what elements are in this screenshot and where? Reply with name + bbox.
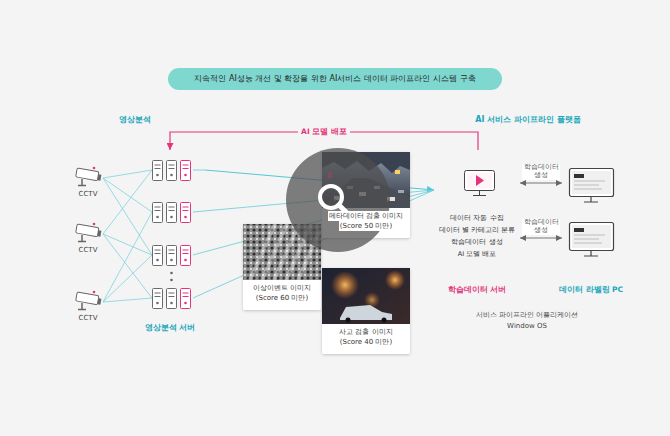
cctv-camera [76,167,102,310]
server-monitor [476,175,484,186]
cctv-wire [103,178,152,212]
accident-image [322,268,410,354]
server-monitor [465,171,495,191]
data-wire [193,170,205,171]
accident-image [331,271,359,299]
box-heading: 학습데이터 서버 [448,285,507,295]
metadata-image [395,170,400,174]
box-heading: 데이터 라벨링 PC [559,285,623,295]
app-box: 서비스 파이프라인 어플리케이션Window OS [434,302,620,340]
pc-box-shape [562,150,620,278]
cctv-wire [103,170,152,302]
cctv-wire [103,212,152,302]
server-monitor [473,191,486,196]
card-score: (Score 60 미만) [255,293,309,303]
labeling-monitor [570,169,614,203]
card-score: (Score 50 미만) [339,221,393,231]
magnifier-overlay [286,148,390,252]
cctv-wire [103,170,152,178]
flow-arrow [520,183,562,184]
panel-heading: 영상분석 [119,115,151,125]
cctv-camera [76,167,102,186]
box-label: 영상분석 서버 [145,323,196,333]
magnifier-overlay [286,148,390,252]
edge-label: 학습데이터 생성 [522,219,560,235]
card-title: 이상이벤트 이미지 [252,283,312,293]
card-title: 사고 검출 이미지 [338,327,393,337]
accident-image [385,270,405,290]
image-card: 사고 검출 이미지(Score 40 미만) [322,268,410,354]
accident-image [322,268,410,324]
accident-image [382,318,387,323]
cctv-camera [76,291,102,310]
server-tower [153,161,163,181]
app-name: 서비스 파이프라인 어플리케이션 [476,310,578,321]
edge-label: 학습데이터 생성 [522,164,560,180]
server-tower [181,246,191,266]
server-tower [170,279,173,282]
os-name: Window OS [507,321,547,332]
cctv-wire [103,298,152,302]
panel-heading: AI 서비스 파이프라인 플랫폼 [475,115,581,125]
flow-arrow [520,238,562,239]
card-score: (Score 40 미만) [339,337,393,347]
server-tower [167,161,177,181]
image-card: 메타데이터 검출 이미지(Score 50 미만) [322,152,410,238]
server-box: 데이터 자동 수집데이터 별 카테고리 분류학습데이터 생성AI 모델 배포학습… [434,150,520,278]
cctv-wire [103,170,152,234]
server-group-box: 영상분석 서버 [135,150,205,340]
labeling-monitor [570,169,614,257]
server-tower [167,289,177,309]
device-label: CCTV [79,246,98,255]
task-item: 데이터 별 카테고리 분류 [439,224,515,236]
title-pill: 지속적인 AI성능 개선 및 확장을 위한 AI서비스 데이터 파이프라인 시스… [168,68,501,90]
labeling-monitor [570,223,614,257]
accident-image [322,268,410,354]
task-item: AI 모델 배포 [458,248,497,260]
title-text: 지속적인 AI성능 개선 및 확장을 위한 AI서비스 데이터 파이프라인 시스… [194,74,475,84]
server-tower [181,161,191,181]
server-tower [153,161,191,309]
server-tower [181,203,191,223]
server-group-box-shape [135,150,205,340]
server-monitor [467,173,492,188]
app-box-shape [434,302,620,340]
pc-box: 데이터 라벨링 PC [562,150,620,278]
server-tower [153,289,163,309]
server-monitor [465,171,495,196]
server-tower [170,272,173,275]
device-label: CCTV [79,190,98,199]
metadata-image [398,190,404,193]
cctv-wire [103,255,152,302]
server-tower [153,203,163,223]
device-label: CCTV [79,314,98,323]
accident-image [346,318,351,323]
server-tower [167,246,177,266]
task-item: 데이터 자동 수집 [450,212,503,224]
server-tower [153,246,163,266]
edge-label: AI 모델 배포 [298,127,350,137]
cctv-wire [103,234,152,255]
image-card: 이상이벤트 이미지(Score 60 미만) [243,224,321,310]
cctv-camera [76,223,102,242]
card-title: 메타데이터 검출 이미지 [328,211,404,221]
server-tower [167,203,177,223]
server-tower [181,289,191,309]
task-item: 학습데이터 생성 [451,236,502,248]
